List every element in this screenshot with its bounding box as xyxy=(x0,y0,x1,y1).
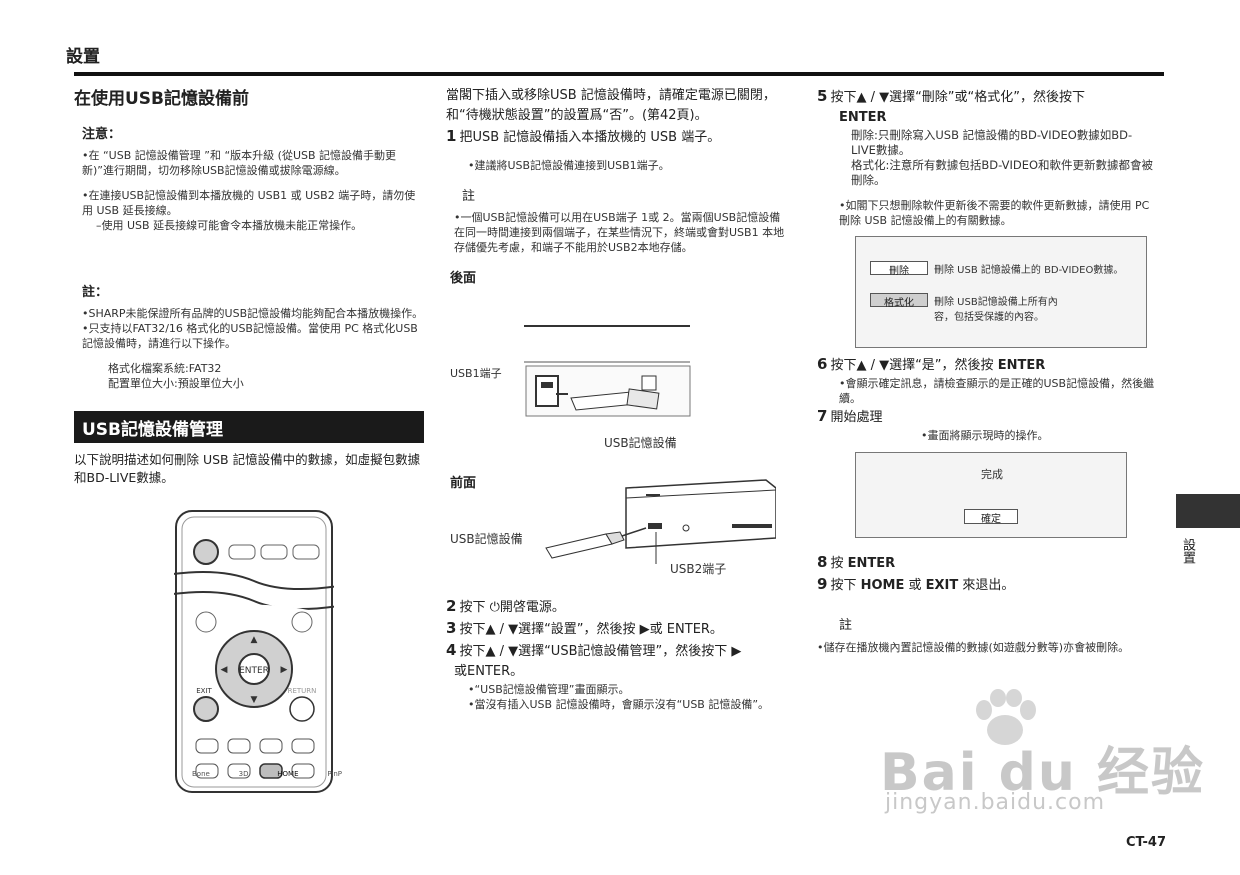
column-middle: 當閣下插入或移除USB 記憶設備時，請確定電源已關閉，和“待機狀態設置”的設置爲… xyxy=(446,86,786,711)
step-7-tip: •畫面將顯示現時的操作。 xyxy=(921,429,1049,442)
ok-button[interactable]: 確定 xyxy=(964,509,1018,525)
step-5-tip: •如閣下只想刪除軟件更新後不需要的軟件更新數據，請使用 PC 刪除 USB 記憶… xyxy=(839,199,1150,227)
caution-subitem: –使用 USB 延長接線可能會令本播放機未能正常操作。 xyxy=(96,219,363,232)
note-item: •SHARP未能保證所有品牌的USB記憶設備均能夠配合本播放機操作。 xyxy=(82,307,424,320)
step-3-number: 3 xyxy=(446,619,457,637)
lead-text: 當閣下插入或移除USB 記憶設備時，請確定電源已關閉，和“待機狀態設置”的設置爲… xyxy=(446,88,776,123)
menu-format-desc: 刪除 USB記憶設備上所有內容，包括受保護的內容。 xyxy=(934,297,1058,323)
step-4-text: 按下▲ / ▼選擇“USB記憶設備管理”，然後按下 ▶ xyxy=(459,644,742,659)
remote-control-illustration: ENTER ▲ ▼ ◀ ▶ EXIT RETURN xyxy=(174,510,334,793)
header-rule xyxy=(74,72,1164,76)
remote-a-button[interactable] xyxy=(195,738,219,754)
step-9-exit: EXIT xyxy=(925,578,959,593)
svg-text:▼: ▼ xyxy=(251,695,258,705)
note-text-right: •儲存在播放機內置記憶設備的數據(如遊戲分數等)亦會被刪除。 xyxy=(817,641,1130,654)
step-3-text: 按下▲ / ▼選擇“設置”，然後按 ▶或 ENTER。 xyxy=(459,622,723,637)
menu-delete-button[interactable]: 刪除 xyxy=(870,261,928,277)
section-bar-usb-management: USB記憶設備管理 xyxy=(74,411,424,443)
step-5-text: 按下▲ / ▼選擇“刪除”或“格式化”，然後按下 xyxy=(830,90,1086,105)
step-4-number: 4 xyxy=(446,641,457,659)
section-heading-before-use: 在使用USB記憶設備前 xyxy=(74,89,250,109)
side-tab-block xyxy=(1176,494,1240,528)
svg-text:RETURN: RETURN xyxy=(288,687,317,695)
watermark-url: jingyan.baidu.com xyxy=(885,790,1106,815)
rear-panel-illustration xyxy=(524,325,691,417)
step-8-enter: ENTER xyxy=(847,556,896,571)
rear-label: 後面 xyxy=(450,271,477,286)
step-5-number: 5 xyxy=(817,87,828,105)
remote-enter-button[interactable] xyxy=(238,653,270,685)
step-4-text-cont: 或ENTER。 xyxy=(454,664,524,679)
note-item: •只支持以FAT32/16 格式化的USB記憶設備。當使用 PC 格式化USB記… xyxy=(82,322,418,350)
step-5-enter: ENTER xyxy=(839,110,887,125)
step-9-text-b: 來退出。 xyxy=(962,578,1015,593)
process-complete-figure: 完成 確定 xyxy=(855,452,1127,538)
svg-text:EXIT: EXIT xyxy=(196,687,212,695)
caution-item: •在 “USB 記憶設備管理 ”和 “版本升級 (從USB 記憶設備手動更新)”… xyxy=(82,149,397,177)
usb2-port-label: USB2端子 xyxy=(670,562,727,576)
remote-return-button[interactable] xyxy=(289,696,315,722)
step-4-tip: •“USB記憶設備管理”畫面顯示。 xyxy=(468,683,630,696)
remote-c-button[interactable] xyxy=(259,738,283,754)
usb-management-menu-figure: 刪除 刪除 USB 記憶設備上的 BD-VIDEO數據。 格式化 刪除 USB記… xyxy=(855,236,1147,348)
page-number: CT-47 xyxy=(1126,835,1166,850)
note-title-mid: 註 xyxy=(462,189,476,204)
caution-item: •在連接USB記憶設備到本播放機的 USB1 或 USB2 端子時，請勿使用 U… xyxy=(82,189,416,217)
remote-home-button[interactable] xyxy=(259,763,283,779)
step-4-tip: •當沒有插入USB 記憶設備時，會顯示沒有“USB 記憶設備”。 xyxy=(468,698,770,711)
baidu-paw-logo xyxy=(976,689,1036,745)
step-1-text: 把USB 記憶設備插入本播放機的 USB 端子。 xyxy=(459,130,721,145)
step-6-text: 按下▲ / ▼選擇“是”，然後按 xyxy=(830,358,994,373)
remote-b-button[interactable] xyxy=(227,738,251,754)
step-9-text-a: 按下 xyxy=(830,578,857,593)
remote-d-button[interactable] xyxy=(291,738,315,754)
remote-exit-button[interactable] xyxy=(193,696,219,722)
format-line: 格式化檔案系統:FAT32 xyxy=(108,362,222,375)
note-title-right: 註 xyxy=(839,618,853,633)
note-text-mid: •一個USB記憶設備可以用在USB端子 1或 2。當兩個USB記憶設備在同一時間… xyxy=(454,211,785,254)
step-9-or: 或 xyxy=(908,578,922,593)
usb-device-label-front: USB記憶設備 xyxy=(450,532,523,546)
watermark-baidu: Bai du 经验 xyxy=(880,743,1205,803)
usb-device-label-rear: USB記憶設備 xyxy=(604,436,677,450)
step-1-tip: •建議將USB記憶設備連接到USB1端子。 xyxy=(468,159,670,172)
menu-format-button[interactable]: 格式化 xyxy=(870,293,928,309)
step-2-number: 2 xyxy=(446,597,457,615)
svg-text:▶: ▶ xyxy=(281,665,288,675)
step-5-line-format: 格式化:注意所有數據包括BD-VIDEO和軟件更新數據都會被刪除。 xyxy=(851,158,1154,187)
caution-title: 注意： xyxy=(82,127,122,142)
remote-power-button[interactable] xyxy=(193,539,219,565)
front-panel-illustration xyxy=(545,479,776,564)
step-8-text: 按 xyxy=(830,556,844,571)
svg-text:ENTER: ENTER xyxy=(239,666,269,676)
svg-text:▲: ▲ xyxy=(251,635,258,645)
step-7-text: 開始處理 xyxy=(830,410,883,425)
format-line: 配置單位大小:預設單位大小 xyxy=(108,377,244,390)
page-header-title: 設置 xyxy=(66,47,100,67)
usb1-port-label: USB1端子 xyxy=(450,367,502,380)
remote-open-close-button[interactable] xyxy=(228,544,256,560)
remote-tv-button[interactable] xyxy=(292,544,320,560)
step-6-enter: ENTER xyxy=(997,358,1046,373)
column-left: 在使用USB記憶設備前 注意： •在 “USB 記憶設備管理 ”和 “版本升級 … xyxy=(74,84,424,793)
menu-delete-desc: 刪除 USB 記憶設備上的 BD-VIDEO數據。 xyxy=(934,265,1124,276)
step-9-home: HOME xyxy=(860,578,905,593)
done-text: 完成 xyxy=(981,468,1003,481)
side-tab-label: 設置 xyxy=(1180,538,1195,564)
svg-text:◀: ◀ xyxy=(221,665,228,675)
step-2-text: 按下 ⏻開啓電源。 xyxy=(459,600,565,615)
step-5-line-delete: 刪除:只刪除寫入USB 記憶設備的BD-VIDEO數據如BD-LIVE數據。 xyxy=(851,128,1133,157)
step-6-tip: •會顯示確定訊息，請檢查顯示的是正確的USB記憶設備，然後繼續。 xyxy=(839,377,1155,405)
step-7-number: 7 xyxy=(817,407,828,425)
step-6-number: 6 xyxy=(817,355,828,373)
front-label: 前面 xyxy=(450,476,477,491)
remote-display-button[interactable] xyxy=(260,544,288,560)
section-intro: 以下說明描述如何刪除 USB 記憶設備中的數據，如虛擬包數據和BD-LIVE數據… xyxy=(74,452,421,485)
step-8-number: 8 xyxy=(817,553,828,571)
step-9-number: 9 xyxy=(817,575,828,593)
step-1-number: 1 xyxy=(446,127,457,145)
note-title: 註： xyxy=(82,285,109,300)
